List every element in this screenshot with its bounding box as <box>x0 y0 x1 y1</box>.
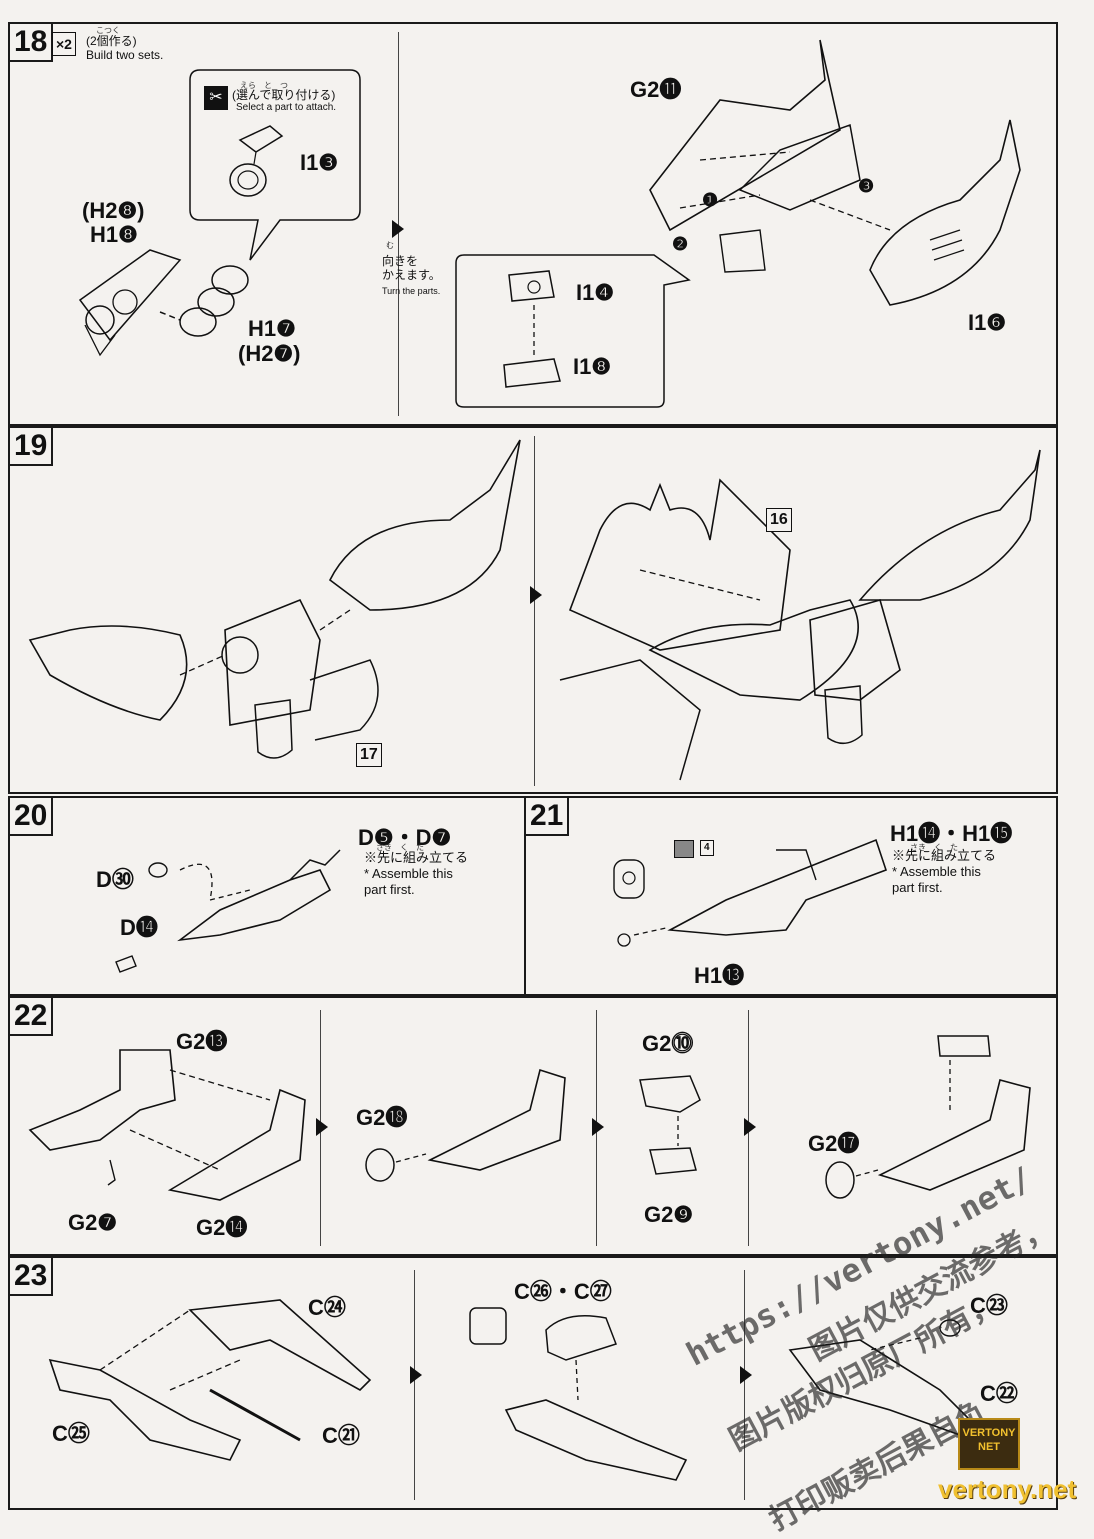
label-C22: C㉒ <box>980 1381 1018 1406</box>
ref-step-17: 17 <box>356 743 382 767</box>
label-G2-17: G2⓱ <box>808 1131 860 1156</box>
label-G2-13: G2⓭ <box>176 1029 228 1054</box>
label-H1-13: H1⓭ <box>694 963 745 988</box>
step22-b-drawing <box>365 1068 566 1182</box>
note-ruby: さき く た <box>376 843 424 852</box>
note-ruby: さき く た <box>910 843 958 852</box>
note-en: * Assemble this part first. <box>892 864 981 895</box>
step-number: 19 <box>10 428 54 466</box>
order-1: ❶ <box>702 190 719 210</box>
label-H2-8: (H2❽) <box>82 198 145 223</box>
select-icon: ✂ <box>204 86 228 110</box>
label-G2-11: G2⓫ <box>630 77 682 102</box>
label-G2-18: G2⓲ <box>356 1105 408 1130</box>
label-H1-7: H1❼ <box>248 316 296 341</box>
label-H2-7: (H2❼) <box>238 341 301 366</box>
thruster-assembly-drawing <box>28 439 521 759</box>
part-G2-11-drawing <box>649 39 861 273</box>
next-arrow <box>592 1118 604 1136</box>
step-number: 18 <box>10 24 54 62</box>
label-H1-14-H1-15: H1⓮・H1⓯ <box>890 821 1013 846</box>
divider <box>414 1270 415 1500</box>
part-I1-3-drawing <box>229 125 284 197</box>
step-19-panel: 19 <box>8 426 1058 794</box>
select-en: Select a part to attach. <box>236 102 337 113</box>
step-number: 21 <box>526 798 570 836</box>
label-H1-8: H1❽ <box>90 222 138 247</box>
order-3: ❸ <box>858 176 875 196</box>
label-I1-8: I1❽ <box>573 354 612 379</box>
next-arrow <box>316 1118 328 1136</box>
vertony-logo: VERTONY NET <box>958 1418 1020 1470</box>
step-21-panel: 21 <box>524 796 1058 996</box>
note-en: * Assemble this part first. <box>364 866 453 897</box>
step-number: 20 <box>10 798 54 836</box>
next-arrow <box>530 586 542 604</box>
part-H1-7-drawing <box>159 265 249 337</box>
mobile-suit-drawing <box>559 449 1041 781</box>
next-arrow <box>410 1366 422 1384</box>
label-C23: C㉓ <box>970 1293 1008 1318</box>
step-22-panel: 22 <box>8 996 1058 1256</box>
order-2: ❷ <box>672 234 689 254</box>
divider <box>744 1270 745 1500</box>
select-ruby: えら と つ <box>240 81 288 90</box>
rifle-drawing <box>115 849 341 973</box>
part-I1-6-drawing <box>809 119 1021 306</box>
label-D14: D⓮ <box>120 915 158 940</box>
label-G2-9: G2❾ <box>644 1202 694 1227</box>
ref-step-16: 16 <box>766 508 792 532</box>
next-arrow <box>744 1118 756 1136</box>
multiplier-en: Build two sets. <box>86 48 164 62</box>
label-I1-6: I1❻ <box>968 310 1007 335</box>
select-callout <box>189 69 361 261</box>
label-D5-D7: D❺・D❼ <box>358 825 452 850</box>
label-G2-14: G2⓮ <box>196 1215 248 1240</box>
label-I1-4: I1❹ <box>576 280 615 305</box>
step-23-panel: 23 <box>8 1256 1058 1510</box>
turn-en: Turn the parts. <box>382 286 441 296</box>
multiplier-ruby: こつく <box>96 26 120 35</box>
note-jp: ※先に組み立てる <box>892 848 997 863</box>
cutter-tool-icon <box>674 840 694 858</box>
divider <box>534 436 535 786</box>
label-C26-C27: C㉖・C㉗ <box>514 1279 612 1304</box>
label-C25: C㉕ <box>52 1421 90 1446</box>
step23-a-drawing <box>48 1299 372 1461</box>
multiplier-jp: (2個作る) <box>86 34 137 48</box>
bazooka-drawing <box>613 838 888 947</box>
step22-d-drawing <box>825 1035 1031 1199</box>
inset-box <box>455 254 691 408</box>
step-number: 22 <box>10 998 54 1036</box>
multiplier-badge: ×2 <box>52 32 76 56</box>
label-C24: C㉔ <box>308 1295 346 1320</box>
next-arrow <box>740 1366 752 1384</box>
note-jp: ※先に組み立てる <box>364 850 469 865</box>
label-D30: D㉚ <box>96 867 134 892</box>
step-number: 23 <box>10 1258 54 1296</box>
label-I1-3: I1❸ <box>300 150 339 175</box>
select-jp: (選んで取り付ける) <box>232 88 336 102</box>
tool-number: 4 <box>700 840 714 856</box>
step22-c-drawing <box>639 1075 701 1175</box>
turn-ruby: む <box>386 241 394 250</box>
step23-b-drawing <box>469 1307 688 1481</box>
part-H1-8-drawing <box>78 249 182 357</box>
step22-a-drawing <box>28 1049 306 1201</box>
label-C21: C㉑ <box>322 1423 360 1448</box>
vertony-url: vertony.net <box>938 1474 1077 1504</box>
label-G2-7: G2❼ <box>68 1210 118 1235</box>
label-G2-10: G2⓾ <box>642 1031 694 1056</box>
next-arrow <box>392 220 404 238</box>
turn-jp: 向きを かえます。 <box>382 254 441 282</box>
